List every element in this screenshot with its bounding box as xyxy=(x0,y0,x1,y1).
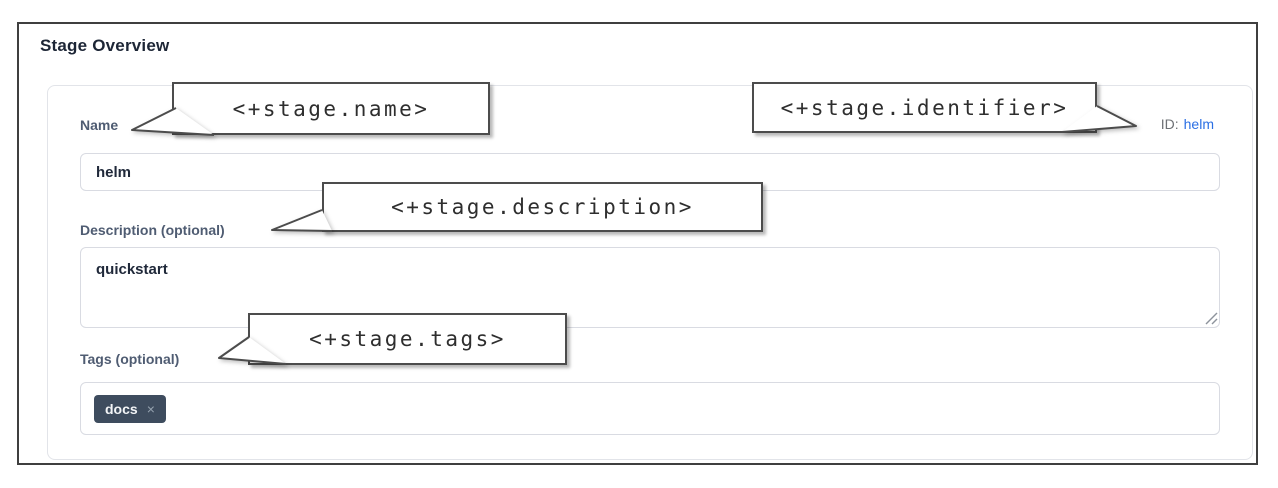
page-title: Stage Overview xyxy=(40,36,170,55)
remove-tag-icon[interactable]: × xyxy=(146,400,155,417)
callout-stage-name: <+stage.name> xyxy=(172,82,490,135)
callout-stage-tags-text: <+stage.tags> xyxy=(309,327,506,351)
name-field-label: Name xyxy=(80,117,119,133)
callout-stage-description: <+stage.description> xyxy=(322,182,763,232)
tag-chip: docs × xyxy=(94,394,166,423)
stage-id-row: ID: helm xyxy=(1161,116,1214,132)
id-value: helm xyxy=(1183,116,1214,132)
callout-stage-identifier-text: <+stage.identifier> xyxy=(780,95,1069,120)
callout-stage-tags: <+stage.tags> xyxy=(248,313,567,365)
description-textarea[interactable]: quickstart xyxy=(80,247,1220,328)
tag-chip-label: docs xyxy=(105,400,138,417)
description-field-label: Description (optional) xyxy=(80,222,225,238)
callout-stage-name-text: <+stage.name> xyxy=(232,96,430,121)
tags-input[interactable]: docs × xyxy=(80,382,1220,435)
tags-field-label: Tags (optional) xyxy=(80,351,180,367)
textarea-resize-grip-icon[interactable] xyxy=(1203,310,1219,326)
callout-stage-identifier: <+stage.identifier> xyxy=(752,82,1097,133)
callout-stage-description-text: <+stage.description> xyxy=(391,195,694,219)
id-label: ID: xyxy=(1160,116,1179,132)
